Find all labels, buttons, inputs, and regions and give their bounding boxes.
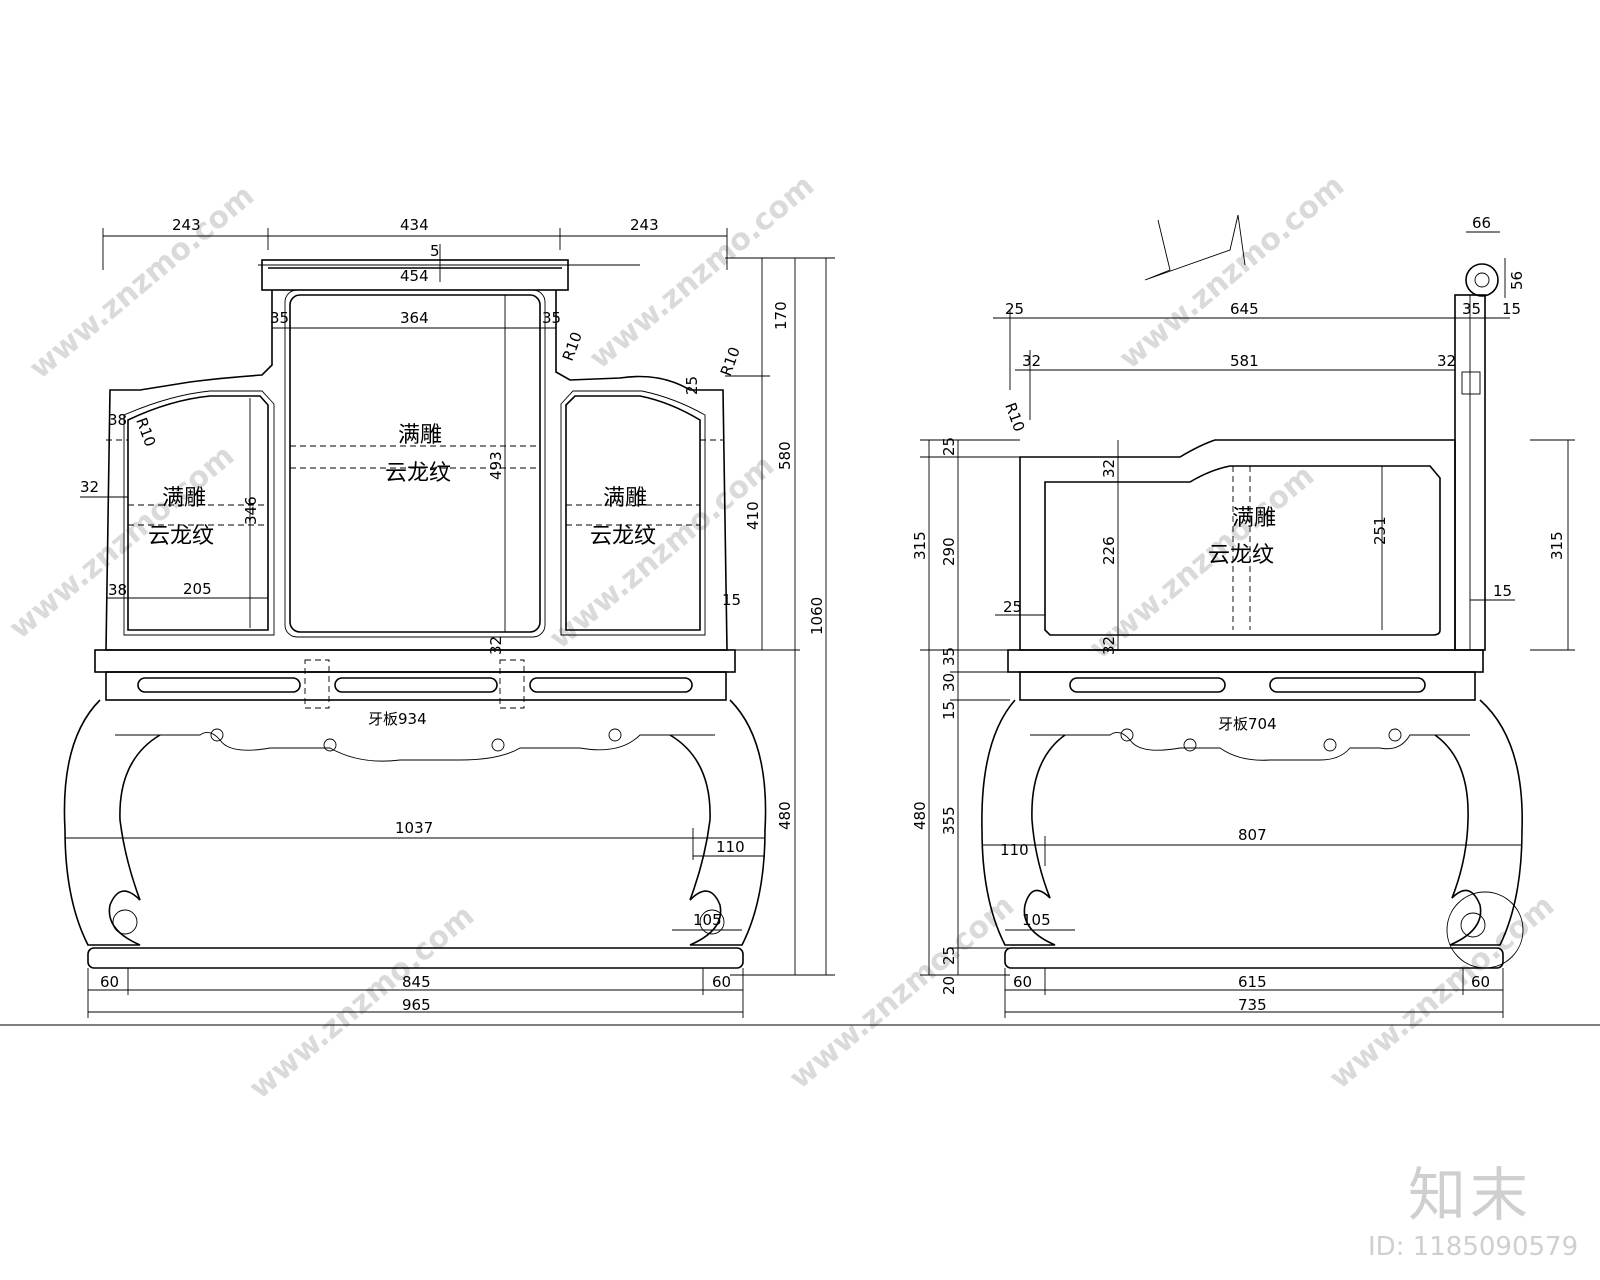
dim-side-right-15: 15 [1493, 582, 1512, 600]
dim-side-base-left: 60 [1013, 973, 1032, 991]
dim-side-105: 105 [1022, 911, 1051, 929]
front-left-leg [63, 699, 161, 946]
dim-front-right-25: 25 [683, 376, 701, 395]
dim-front-480: 480 [776, 801, 794, 830]
watermark-text: www.znzmo.com [1113, 168, 1351, 376]
dim-side-581: 581 [1230, 352, 1259, 370]
dim-side-inner-32a: 32 [1100, 459, 1118, 478]
dim-front-inner-center: 364 [400, 309, 429, 327]
front-apron-label: 牙板934 [368, 710, 427, 728]
dim-front-base-center: 845 [402, 973, 431, 991]
dim-side-66: 66 [1472, 214, 1491, 232]
dim-front-crest-width: 454 [400, 267, 429, 285]
dim-front-left-346: 346 [242, 496, 260, 525]
dim-front-1037: 1037 [395, 819, 433, 837]
dim-front-top-center: 434 [400, 216, 429, 234]
side-left-leg [981, 699, 1066, 946]
dim-radius-front-right: R10 [717, 344, 744, 378]
dim-front-inner-left: 35 [270, 309, 289, 327]
dim-front-410: 410 [744, 501, 762, 530]
carving-left-line1: 满雕 [162, 486, 206, 511]
side-apron-label: 牙板704 [1218, 715, 1277, 733]
dim-front-105: 105 [693, 911, 722, 929]
dim-radius-front-left: R10 [132, 415, 159, 449]
watermark-text: www.znzmo.com [783, 888, 1021, 1096]
side-view: 66 56 25 645 35 15 32 581 32 R10 满雕 云龙纹 … [911, 214, 1575, 1018]
dim-front-right-15: 15 [722, 591, 741, 609]
dim-side-base-center: 615 [1238, 973, 1267, 991]
dim-side-right-315: 315 [1548, 531, 1566, 560]
dim-side-left-25: 25 [940, 437, 958, 456]
side-right-leg [1434, 699, 1523, 946]
dim-side-645: 645 [1230, 300, 1259, 318]
watermark-text: www.znzmo.com [543, 448, 781, 656]
dim-side-32a: 32 [1022, 352, 1041, 370]
dim-front-left-32: 32 [80, 478, 99, 496]
watermark-text: www.znzmo.com [243, 898, 481, 1106]
dim-side-left-25c: 25 [940, 946, 958, 965]
dim-side-left-35: 35 [940, 647, 958, 666]
dim-side-32b: 32 [1437, 352, 1456, 370]
dim-front-left-38b: 38 [108, 581, 127, 599]
dim-front-1060: 1060 [808, 597, 826, 635]
front-view: 243 434 243 5 454 35 364 35 满 [63, 216, 835, 1018]
dim-side-807: 807 [1238, 826, 1267, 844]
dim-side-25a: 25 [1005, 300, 1024, 318]
dim-side-left-315: 315 [911, 531, 929, 560]
dim-side-inner-32b: 32 [1100, 636, 1118, 655]
dim-front-center-32: 32 [487, 636, 505, 655]
dim-side-15a: 15 [1502, 300, 1521, 318]
dim-side-base-right: 60 [1471, 973, 1490, 991]
side-base [1004, 947, 1504, 969]
watermark-text: www.znzmo.com [1323, 888, 1561, 1096]
dim-side-left-30: 30 [940, 673, 958, 692]
carving-center-line1: 满雕 [398, 423, 442, 448]
dim-front-center-493: 493 [487, 451, 505, 480]
front-base [87, 947, 744, 969]
dim-side-251: 251 [1371, 516, 1389, 545]
dim-front-top-left: 243 [172, 216, 201, 234]
brand-watermark: 知末 [1408, 1161, 1533, 1229]
side-carving-line2: 云龙纹 [1208, 543, 1274, 568]
dim-side-35a: 35 [1462, 300, 1481, 318]
dim-side-left-480: 480 [911, 801, 929, 830]
dim-side-110: 110 [1000, 841, 1029, 859]
dim-side-226: 226 [1100, 536, 1118, 565]
front-right-leg [669, 699, 767, 946]
dim-front-top-right: 243 [630, 216, 659, 234]
dim-radius-front-center: R10 [559, 329, 586, 363]
carving-right-line2: 云龙纹 [590, 524, 656, 549]
dim-front-170: 170 [772, 301, 790, 330]
dim-side-left-355: 355 [940, 806, 958, 835]
dim-front-crest-gap: 5 [430, 242, 440, 260]
dim-front-inner-right: 35 [542, 309, 561, 327]
carving-right-line1: 满雕 [603, 486, 647, 511]
image-id-watermark: ID: 1185090579 [1368, 1232, 1579, 1262]
dim-front-base-left: 60 [100, 973, 119, 991]
carving-center-line2: 云龙纹 [385, 461, 451, 486]
dim-side-total-735: 735 [1238, 996, 1267, 1014]
dim-side-56: 56 [1508, 271, 1526, 290]
dim-side-left-15: 15 [940, 701, 958, 720]
carving-left-line2: 云龙纹 [148, 524, 214, 549]
dim-front-left-205: 205 [183, 580, 212, 598]
watermark-text: www.znzmo.com [583, 168, 821, 376]
dim-front-110: 110 [716, 838, 745, 856]
dim-front-left-38a: 38 [108, 411, 127, 429]
watermark-text: www.znzmo.com [23, 178, 261, 386]
side-carving-line1: 满雕 [1232, 506, 1276, 531]
dim-side-left-20: 20 [940, 976, 958, 995]
dim-side-radius: R10 [1001, 400, 1028, 434]
dim-front-580: 580 [776, 441, 794, 470]
dim-side-left-290: 290 [940, 537, 958, 566]
dim-front-total-965: 965 [402, 996, 431, 1014]
dim-side-left-25b: 25 [1003, 598, 1022, 616]
dim-front-base-right: 60 [712, 973, 731, 991]
side-arm-panel [1019, 439, 1456, 651]
